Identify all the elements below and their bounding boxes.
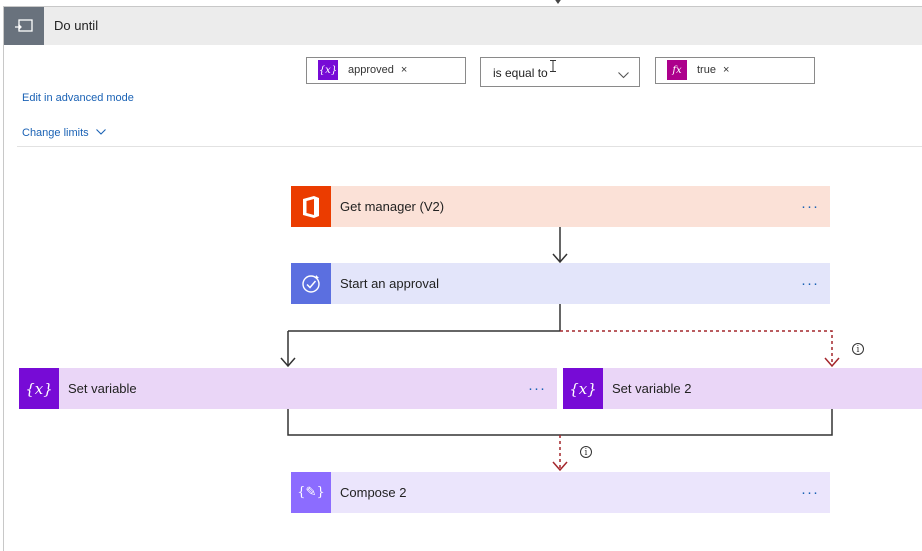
operator-value: is equal to xyxy=(493,66,548,80)
variable-icon: {x} xyxy=(19,368,59,409)
incoming-arrow xyxy=(551,0,565,4)
true-token[interactable]: fx true × xyxy=(667,60,729,80)
compose-2-card[interactable]: {✎} Compose 2 ··· xyxy=(291,472,830,513)
get-manager-card[interactable]: Get manager (V2) ··· xyxy=(291,186,830,227)
operator-select[interactable] xyxy=(480,57,640,87)
more-options-icon[interactable]: ··· xyxy=(801,275,819,292)
set-variable-card[interactable]: {x} Set variable ··· xyxy=(19,368,557,409)
chevron-down-icon xyxy=(95,129,106,135)
token-label: approved xyxy=(348,64,394,76)
section-divider xyxy=(17,146,922,147)
compose-icon: {✎} xyxy=(291,472,331,513)
variable-icon: {x} xyxy=(563,368,603,409)
edit-advanced-mode-link[interactable]: Edit in advanced mode xyxy=(22,92,134,104)
expression-icon: fx xyxy=(667,60,687,80)
change-limits-label: Change limits xyxy=(22,127,89,139)
set-variable-2-card[interactable]: {x} Set variable 2 xyxy=(563,368,922,409)
remove-token-icon[interactable]: × xyxy=(722,64,730,76)
office-icon xyxy=(291,186,331,227)
remove-token-icon[interactable]: × xyxy=(400,64,408,76)
info-icon[interactable]: i xyxy=(852,343,864,355)
card-title: Start an approval xyxy=(340,276,440,291)
card-title: Set variable 2 xyxy=(612,381,692,396)
do-until-title: Do until xyxy=(54,18,99,33)
start-approval-card[interactable]: Start an approval ··· xyxy=(291,263,830,304)
token-label: true xyxy=(697,64,716,76)
change-limits-link[interactable]: Change limits xyxy=(22,127,106,139)
approval-icon xyxy=(291,263,331,304)
card-title: Get manager (V2) xyxy=(340,199,445,214)
text-cursor-icon xyxy=(549,59,557,77)
approved-token[interactable]: {x} approved × xyxy=(318,60,407,80)
loop-icon xyxy=(4,7,44,45)
do-until-header[interactable] xyxy=(4,7,922,45)
card-title: Set variable xyxy=(68,381,137,396)
variable-icon: {x} xyxy=(318,60,338,80)
card-title: Compose 2 xyxy=(340,485,407,500)
info-icon[interactable]: i xyxy=(580,446,592,458)
chevron-down-icon xyxy=(618,66,629,84)
more-options-icon[interactable]: ··· xyxy=(801,484,819,501)
more-options-icon[interactable]: ··· xyxy=(528,380,546,397)
more-options-icon[interactable]: ··· xyxy=(801,198,819,215)
